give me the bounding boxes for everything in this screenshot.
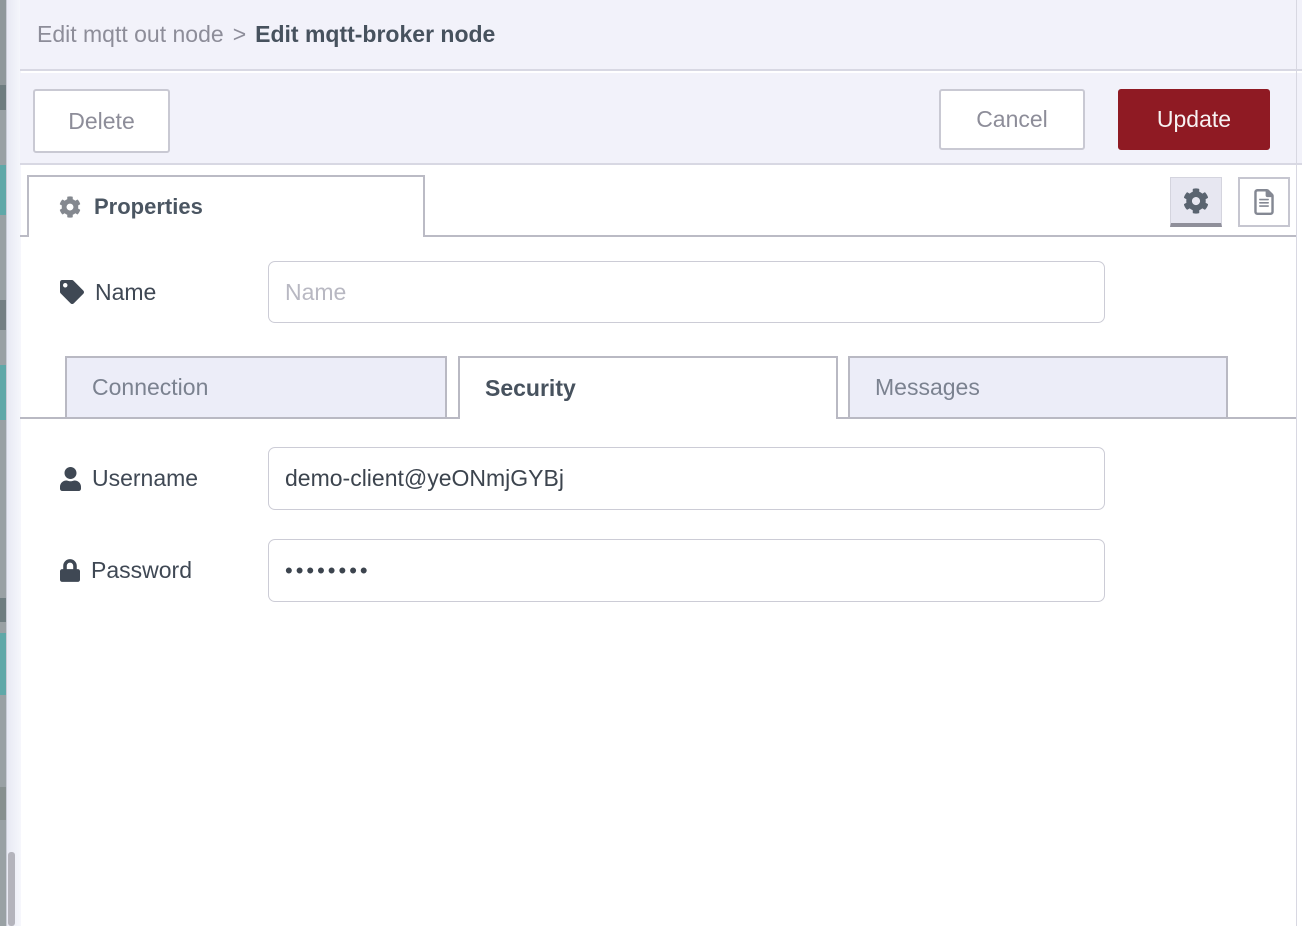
tray-right-edge <box>1296 0 1297 926</box>
delete-button[interactable]: Delete <box>33 89 170 153</box>
broker-section-tabs: Connection Security Messages <box>20 356 1297 419</box>
tray-resize-strip[interactable] <box>6 0 21 926</box>
node-settings-button[interactable] <box>1170 177 1222 227</box>
tab-connection[interactable]: Connection <box>65 356 447 419</box>
breadcrumb-parent[interactable]: Edit mqtt out node <box>37 21 224 47</box>
tab-messages-label: Messages <box>875 374 980 400</box>
tab-connection-label: Connection <box>92 374 209 400</box>
name-input[interactable] <box>268 261 1105 323</box>
username-input[interactable] <box>268 447 1105 510</box>
update-button[interactable]: Update <box>1118 89 1270 150</box>
cancel-button[interactable]: Cancel <box>939 89 1085 150</box>
cog-icon <box>59 196 81 218</box>
username-field-label-text: Username <box>92 465 199 491</box>
tab-properties-label: Properties <box>94 194 203 219</box>
dialog-header: Edit mqtt out node > Edit mqtt-broker no… <box>20 0 1302 71</box>
name-field-label: Name <box>60 261 156 323</box>
password-field-label-text: Password <box>91 557 192 583</box>
tab-properties[interactable]: Properties <box>27 175 425 237</box>
lock-icon <box>60 559 80 582</box>
username-field-label: Username <box>60 447 198 510</box>
name-field-label-text: Name <box>95 278 157 305</box>
user-icon <box>60 466 81 491</box>
tab-messages[interactable]: Messages <box>848 356 1228 419</box>
cog-icon <box>1183 187 1209 214</box>
node-description-button[interactable] <box>1238 177 1290 227</box>
breadcrumb-separator: > <box>232 21 247 47</box>
tab-security-label: Security <box>485 375 576 401</box>
editor-tab-bar: Properties <box>20 175 1297 237</box>
password-input[interactable] <box>268 539 1105 602</box>
password-field-label: Password <box>60 539 192 602</box>
workspace-scrollbar-thumb[interactable] <box>8 852 15 926</box>
tag-icon <box>60 280 84 304</box>
dialog-action-bar: Delete Cancel Update <box>20 73 1302 165</box>
workspace-edge <box>0 0 6 926</box>
breadcrumb-current: Edit mqtt-broker node <box>255 21 496 47</box>
file-lines-icon <box>1254 189 1274 215</box>
tab-security[interactable]: Security <box>458 356 838 419</box>
